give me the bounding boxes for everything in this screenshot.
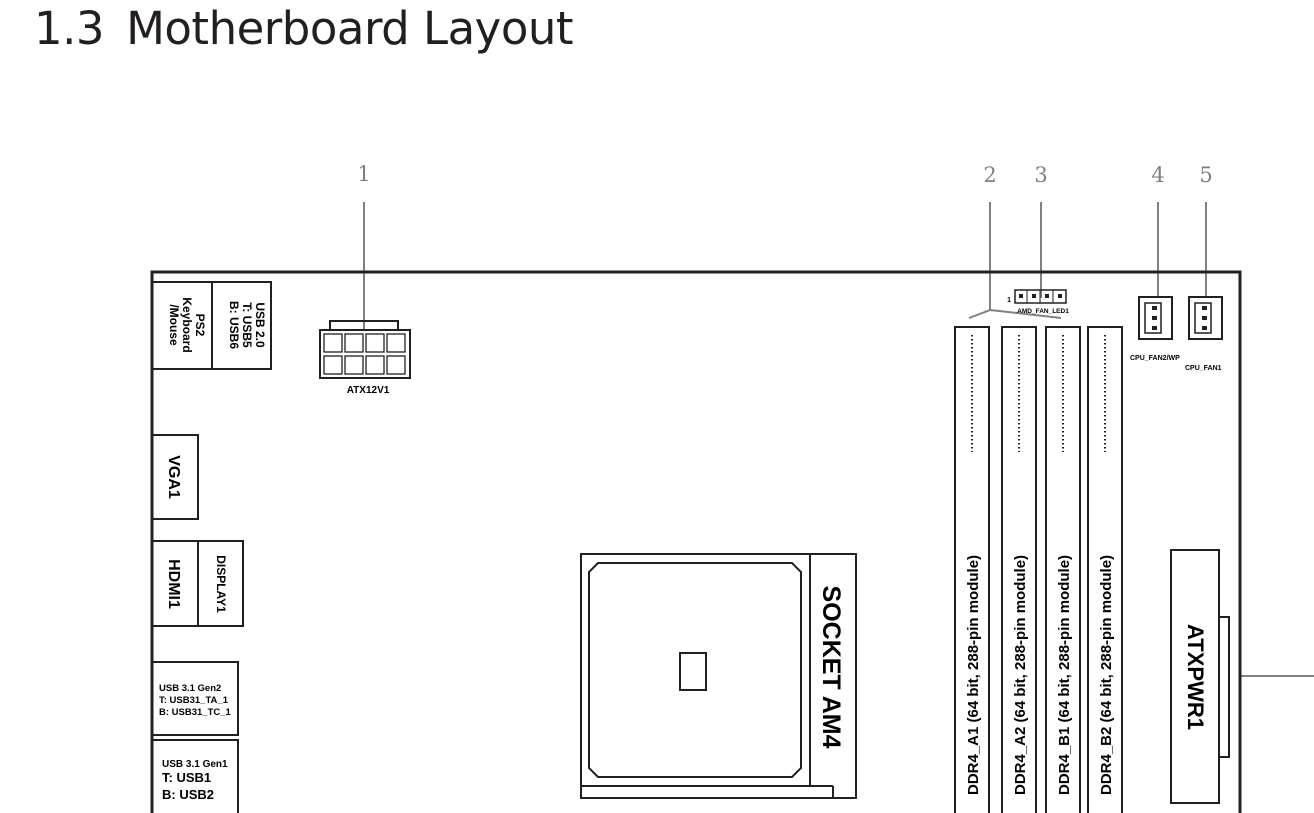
io-vga: VGA1: [151, 434, 199, 520]
callout-4: 4: [1151, 163, 1164, 187]
dimm-b2-label: DDR4_B2 (64 bit, 288-pin module): [1098, 555, 1115, 795]
dimm-slots: DDR4_A1 (64 bit, 288-pin module) DDR4_A2…: [954, 326, 1123, 813]
usb31gen2-label-2: T: USB31_TA_1: [159, 695, 229, 706]
dimm-a2-label: DDR4_A2 (64 bit, 288-pin module): [1012, 555, 1029, 795]
callout-3: 3: [1034, 163, 1047, 187]
cpu-fan1-label: CPU_FAN1: [1185, 365, 1222, 372]
usb31gen1-label-3: B: USB2: [162, 787, 214, 802]
callout-5: 5: [1199, 163, 1212, 187]
atx12v-label: ATX12V1: [347, 385, 390, 396]
cpu-fan2-label: CPU_FAN2/WP: [1130, 355, 1180, 362]
dimm-slot-b2: DDR4_B2 (64 bit, 288-pin module): [1087, 326, 1123, 813]
usb31gen2-label-3: B: USB31_TC_1: [159, 707, 232, 718]
ps2-label-2: Keyboard: [180, 297, 194, 352]
io-ps2-usb20: PS2 Keyboard /Mouse USB 2.0 T: USB5 B: U…: [151, 281, 272, 370]
atxpwr-connector: [1170, 549, 1230, 804]
callout-lines: [363, 202, 1314, 677]
atxpwr-label: ATXPWR1: [1183, 624, 1208, 730]
io-hdmi-display: HDMI1 DISPLAY1: [151, 540, 244, 627]
vga-label: VGA1: [165, 455, 182, 499]
usb31gen2-label-1: USB 3.1 Gen2: [159, 683, 221, 694]
ps2-label-1: PS2: [193, 314, 207, 337]
usb20-label-2: T: USB5: [240, 302, 254, 348]
dimm-slot-a2: DDR4_A2 (64 bit, 288-pin module): [1001, 326, 1037, 813]
fan-led-label: AMD_FAN_LED1: [1017, 308, 1069, 315]
usb20-label-3: B: USB6: [227, 301, 241, 349]
usb31gen1-label-1: USB 3.1 Gen1: [162, 759, 228, 770]
page-title: 1.3 Motherboard Layout: [34, 2, 574, 55]
usb31gen1-label-2: T: USB1: [162, 770, 211, 785]
section-number: 1.3: [34, 2, 105, 55]
usb20-label-1: USB 2.0: [253, 302, 267, 348]
fan-led-header: [1014, 289, 1067, 304]
cpu-fan2-header: [1138, 296, 1173, 340]
display-label: DISPLAY1: [214, 555, 228, 613]
dimm-a1-label: DDR4_A1 (64 bit, 288-pin module): [965, 555, 982, 795]
cpu-fan1-header: [1188, 296, 1223, 340]
section-title: Motherboard Layout: [126, 2, 574, 55]
dimm-slot-a1: DDR4_A1 (64 bit, 288-pin module): [954, 326, 990, 813]
io-usb31-gen1: USB 3.1 Gen1 T: USB1 B: USB2: [152, 739, 239, 813]
cpu-socket: [580, 553, 857, 799]
board-outline: [150, 270, 1242, 813]
dimm-slot-b1: DDR4_B1 (64 bit, 288-pin module): [1045, 326, 1081, 813]
ps2-label-3: /Mouse: [167, 304, 181, 346]
callout-1: 1: [357, 162, 370, 186]
socket-label: SOCKET AM4: [817, 586, 845, 749]
io-usb31-gen2: USB 3.1 Gen2 T: USB31_TA_1 B: USB31_TC_1: [151, 661, 239, 736]
dimm-b1-label: DDR4_B1 (64 bit, 288-pin module): [1056, 555, 1073, 795]
hdmi-label: HDMI1: [165, 559, 182, 609]
fan-led-pin1: 1: [1007, 297, 1011, 304]
atx12v-connector: [319, 320, 411, 379]
callout-2: 2: [983, 163, 996, 187]
